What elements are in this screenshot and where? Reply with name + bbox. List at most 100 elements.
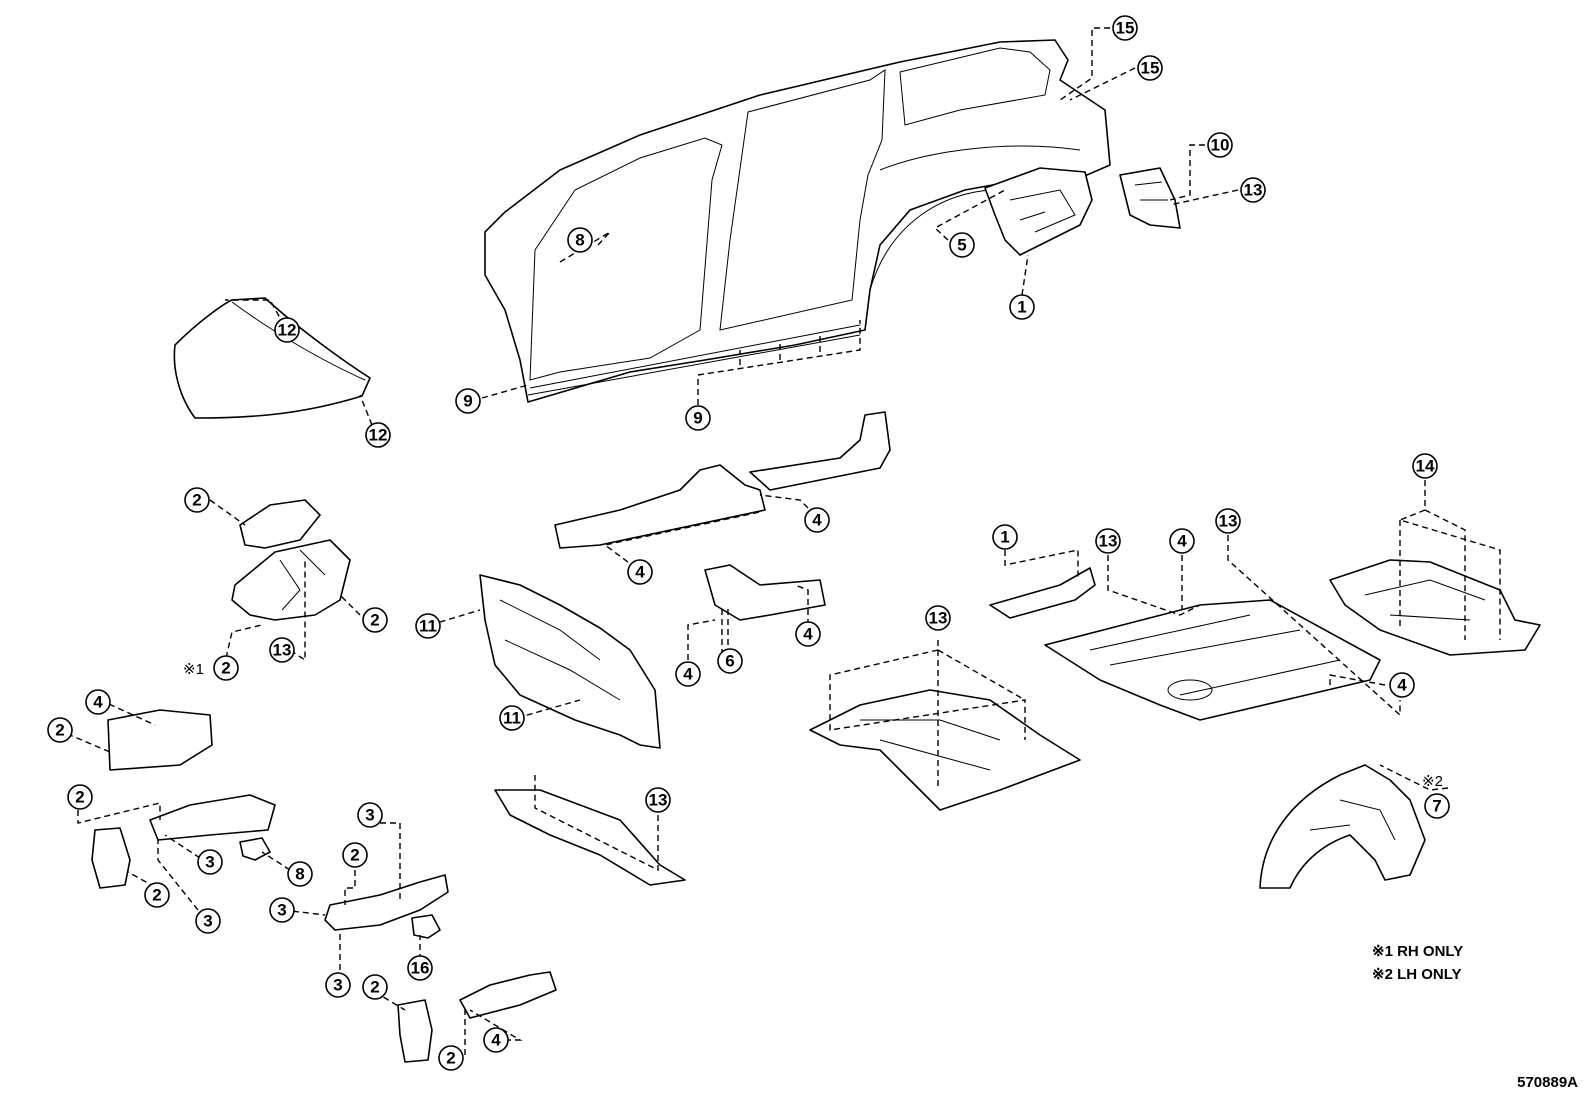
callout-12-upper[interactable]: 12	[274, 317, 300, 343]
callout-1-top[interactable]: 1	[1009, 294, 1035, 320]
svg-text:4: 4	[491, 1031, 501, 1050]
svg-text:2: 2	[370, 978, 379, 997]
rear-cross-member	[989, 567, 1096, 619]
callout-2-side-member-bracket[interactable]: 2	[47, 717, 73, 743]
svg-text:8: 8	[295, 865, 304, 884]
svg-text:2: 2	[446, 1049, 455, 1068]
callout-10[interactable]: 10	[1207, 132, 1233, 158]
svg-text:3: 3	[203, 912, 212, 931]
svg-text:10: 10	[1211, 136, 1230, 155]
callout-2-wheel-apron[interactable]: 2	[362, 607, 388, 633]
svg-text:3: 3	[205, 853, 214, 872]
svg-text:7: 7	[1432, 797, 1441, 816]
front-floor-cross-member	[494, 789, 686, 886]
svg-text:2: 2	[370, 611, 379, 630]
bracket-small-2	[411, 914, 441, 939]
callout-8-bracket[interactable]: 8	[287, 861, 313, 887]
svg-text:9: 9	[693, 409, 702, 428]
callout-9-left[interactable]: 9	[455, 388, 481, 414]
callout-2-side-member-rear[interactable]: 2	[438, 1045, 464, 1071]
callout-11-upper[interactable]: 11	[415, 613, 441, 639]
svg-text:4: 4	[635, 563, 645, 582]
svg-text:2: 2	[55, 721, 64, 740]
callout-2-support-plate[interactable]: 2	[144, 882, 170, 908]
note-mark-lh-only: ※2	[1422, 773, 1443, 790]
svg-text:15: 15	[1141, 59, 1160, 78]
callouts: 15 15 10 13 5 1 8 9 9 12 12 2 2 2 13 4 4…	[47, 15, 1450, 1071]
svg-text:4: 4	[1177, 532, 1187, 551]
callout-13-cross-member[interactable]: 13	[645, 787, 671, 813]
rocker-rear	[749, 411, 891, 491]
svg-text:4: 4	[812, 511, 822, 530]
callout-4-rear-floor-right[interactable]: 4	[1389, 672, 1415, 698]
callout-3-side-member-left[interactable]: 3	[269, 897, 295, 923]
callout-13-front-floor[interactable]: 13	[925, 605, 951, 631]
callout-4-rocker-rear[interactable]: 4	[804, 507, 830, 533]
callout-3-lower-member-b[interactable]: 3	[195, 908, 221, 934]
svg-text:2: 2	[152, 886, 161, 905]
svg-text:11: 11	[419, 617, 437, 636]
callout-9-center[interactable]: 9	[685, 405, 711, 431]
callout-1-cross-member[interactable]: 1	[992, 524, 1018, 550]
back-panel-bracket	[1119, 167, 1181, 229]
note-lh-text: LH ONLY	[1397, 966, 1462, 983]
svg-text:3: 3	[365, 806, 374, 825]
callout-6[interactable]: 6	[717, 648, 743, 674]
note-lh-only: ※2 LH ONLY	[1372, 965, 1462, 983]
callout-4-rocker-inner[interactable]: 4	[627, 559, 653, 585]
front-wheel-apron	[231, 539, 351, 621]
callout-3-side-member-top[interactable]: 3	[357, 802, 383, 828]
rear-floor-pan	[1044, 599, 1381, 721]
note-rh-text: RH ONLY	[1397, 943, 1464, 960]
callout-4-rocker-front[interactable]: 4	[795, 621, 821, 647]
callout-13-wheel-apron[interactable]: 13	[269, 637, 295, 663]
svg-text:2: 2	[192, 491, 201, 510]
rocker-inner	[554, 464, 766, 549]
callout-2-lower-member[interactable]: 2	[67, 784, 93, 810]
dash-panel	[479, 574, 661, 749]
callout-3-side-member-bottom[interactable]: 3	[325, 972, 351, 998]
svg-text:3: 3	[333, 976, 342, 995]
svg-text:13: 13	[1244, 181, 1263, 200]
svg-text:2: 2	[75, 788, 84, 807]
svg-text:16: 16	[411, 959, 430, 978]
toe-board-bracket	[397, 999, 433, 1063]
callout-4-side-member-bracket[interactable]: 4	[85, 689, 111, 715]
callout-13-rear-floor-right[interactable]: 13	[1215, 508, 1241, 534]
callout-2-side-member[interactable]: 2	[342, 842, 368, 868]
callout-15-lower[interactable]: 15	[1137, 55, 1163, 81]
note-rh-mark: ※1	[1372, 943, 1393, 960]
svg-text:3: 3	[277, 901, 286, 920]
front-side-member-rear	[459, 971, 557, 1019]
svg-text:4: 4	[93, 693, 103, 712]
callout-4-rear-floor[interactable]: 4	[1169, 528, 1195, 554]
callout-15-upper[interactable]: 15	[1112, 15, 1138, 41]
callout-2-apron[interactable]: 2	[184, 487, 210, 513]
svg-text:15: 15	[1116, 19, 1135, 38]
callout-13-top[interactable]: 13	[1240, 177, 1266, 203]
note-lh-mark: ※2	[1372, 966, 1393, 983]
callout-7[interactable]: 7	[1424, 793, 1450, 819]
callout-4-side-member-rear[interactable]: 4	[483, 1027, 509, 1053]
callout-3-lower-member-a[interactable]: 3	[197, 849, 223, 875]
svg-text:9: 9	[463, 392, 472, 411]
svg-text:13: 13	[273, 641, 292, 660]
wheel-house-inner	[984, 167, 1093, 256]
front-floor-pan	[809, 689, 1081, 811]
callout-5[interactable]: 5	[949, 232, 975, 258]
svg-text:14: 14	[1416, 457, 1435, 476]
svg-text:13: 13	[649, 791, 668, 810]
callout-14[interactable]: 14	[1412, 453, 1438, 479]
radiator-support-plate	[91, 827, 131, 889]
quarter-wheel-house	[1259, 764, 1426, 889]
callout-8-top[interactable]: 8	[567, 227, 593, 253]
callout-16[interactable]: 16	[407, 955, 433, 981]
callout-12-lower[interactable]: 12	[365, 422, 391, 448]
callout-2-toe-board[interactable]: 2	[362, 974, 388, 1000]
callout-4-rocker-front-left[interactable]: 4	[675, 661, 701, 687]
callout-13-rear-floor-left[interactable]: 13	[1095, 528, 1121, 554]
callout-11-lower[interactable]: 11	[499, 705, 525, 731]
callout-2-rh-only[interactable]: 2	[213, 655, 239, 681]
svg-text:4: 4	[803, 625, 813, 644]
rocker-front	[704, 564, 826, 621]
